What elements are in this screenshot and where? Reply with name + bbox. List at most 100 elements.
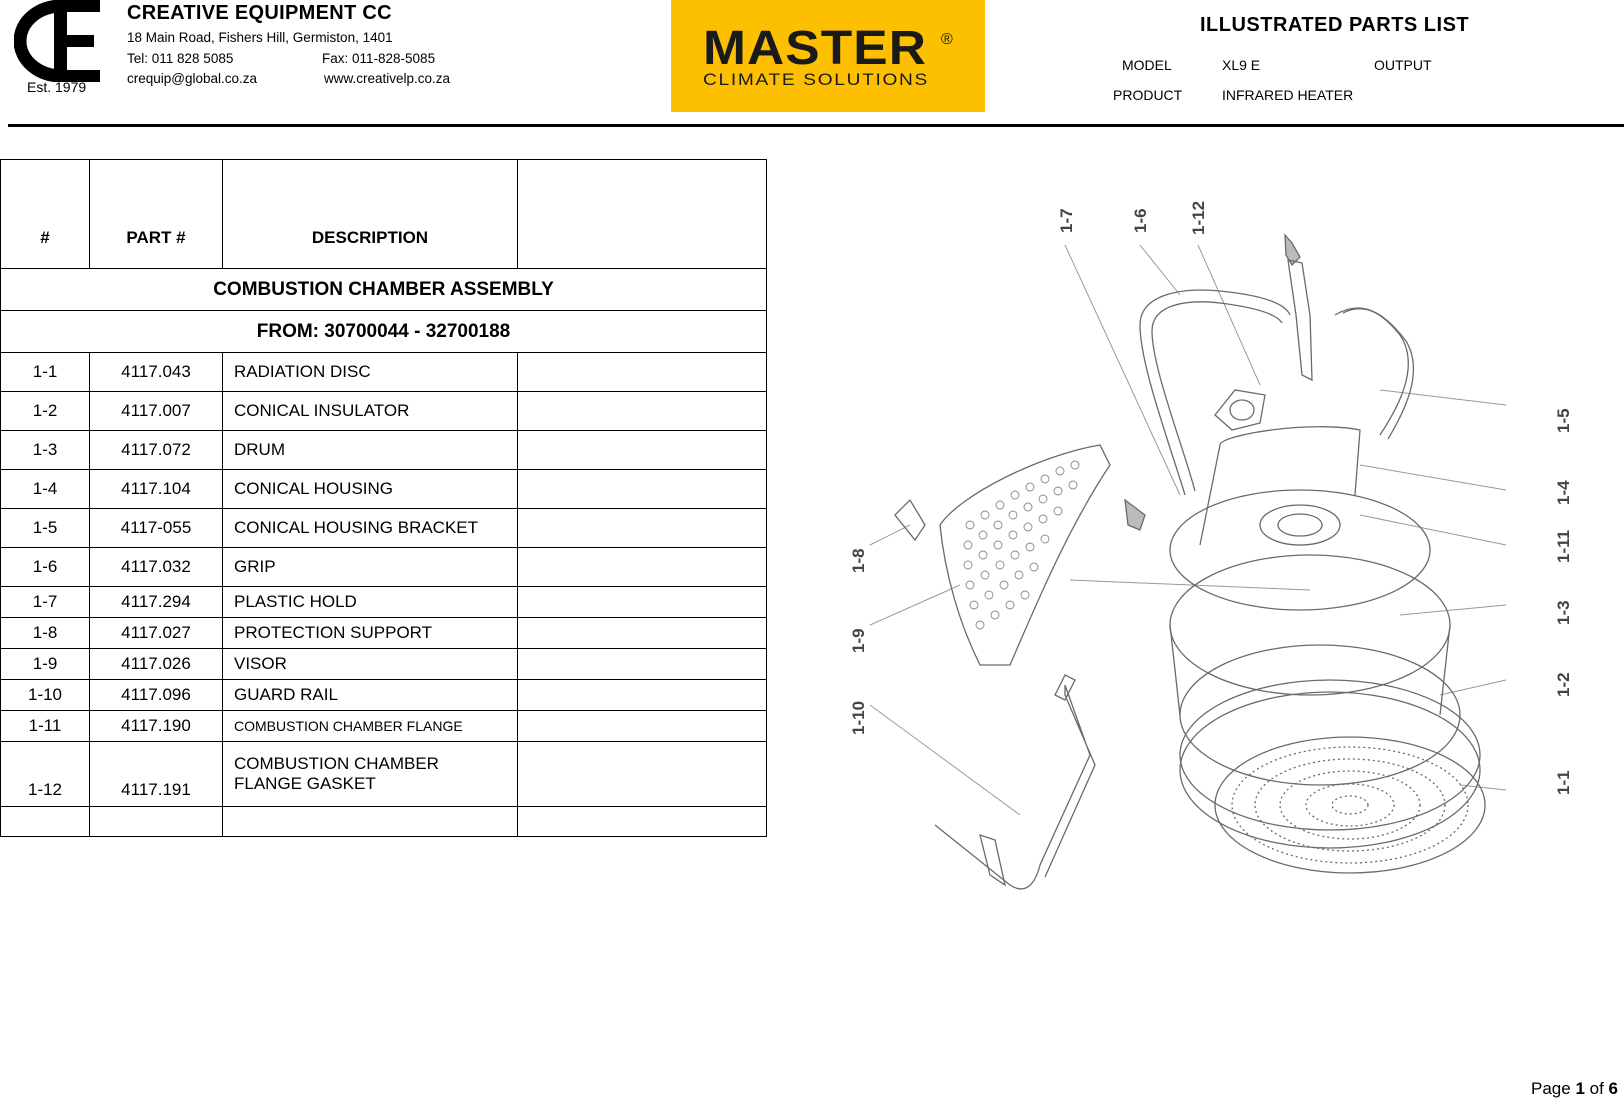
callout-label: 1-1 xyxy=(1554,770,1573,795)
part-number: 4117.191 xyxy=(89,741,223,807)
company-phone: Tel: 011 828 5085 xyxy=(127,51,234,66)
page-total: 6 xyxy=(1608,1079,1618,1098)
extra-cell xyxy=(517,679,767,711)
visor xyxy=(939,444,1111,666)
item-number: 1-8 xyxy=(0,617,90,649)
model-label: MODEL xyxy=(1122,57,1172,73)
extra-cell xyxy=(517,710,767,742)
callout-label: 1-9 xyxy=(849,628,868,653)
part-description: COMBUSTION CHAMBER FLANGE GASKET xyxy=(222,741,518,807)
part-description: GUARD RAIL xyxy=(222,679,518,711)
table-row: 1-2 4117.007 CONICAL INSULATOR xyxy=(0,391,767,431)
table-header-row: # PART # DESCRIPTION xyxy=(0,159,767,269)
diagram-callouts: 1-7 1-6 1-12 1-5 1-4 1-11 1-3 1-2 1-1 1-… xyxy=(849,201,1573,795)
part-number: 4117-055 xyxy=(89,508,223,548)
extra-cell xyxy=(517,391,767,431)
empty-cell xyxy=(517,806,767,837)
output-label: OUTPUT xyxy=(1374,57,1432,73)
table-row: 1-3 4117.072 DRUM xyxy=(0,430,767,470)
serial-range-row: FROM: 30700044 - 32700188 xyxy=(0,310,767,353)
registered-mark: ® xyxy=(941,31,953,48)
extra-cell xyxy=(517,430,767,470)
callout-label: 1-7 xyxy=(1057,208,1076,233)
parts-table: # PART # DESCRIPTION COMBUSTION CHAMBER … xyxy=(0,159,767,837)
product-value: INFRARED HEATER xyxy=(1222,87,1354,103)
part-description: VISOR xyxy=(222,648,518,680)
item-number: 1-5 xyxy=(0,508,90,548)
part-description-line: COMBUSTION CHAMBER xyxy=(234,754,439,773)
header-divider xyxy=(8,124,1624,127)
drum xyxy=(1169,554,1461,786)
company-fax: Fax: 011-828-5085 xyxy=(322,51,436,66)
table-row: 1-7 4117.294 PLASTIC HOLD xyxy=(0,586,767,618)
empty-cell xyxy=(222,806,518,837)
extra-cell xyxy=(517,469,767,509)
page-number: Page 1 of 6 xyxy=(1531,1079,1618,1099)
extra-cell xyxy=(517,648,767,680)
extra-cell xyxy=(517,352,767,392)
grip-handle xyxy=(1139,289,1415,496)
company-name: CREATIVE EQUIPMENT CC xyxy=(127,2,392,24)
callout-label: 1-3 xyxy=(1554,600,1573,625)
established-year: Est. 1979 xyxy=(27,79,87,95)
company-website[interactable]: www.creativelp.co.za xyxy=(324,71,451,86)
table-row: 1-4 4117.104 CONICAL HOUSING xyxy=(0,469,767,509)
callout-label: 1-8 xyxy=(849,548,868,573)
part-description: CONICAL HOUSING BRACKET xyxy=(222,508,518,548)
column-header-number: # xyxy=(0,159,90,269)
part-number: 4117.294 xyxy=(89,586,223,618)
table-row: 1-5 4117-055 CONICAL HOUSING BRACKET xyxy=(0,508,767,548)
part-number: 4117.032 xyxy=(89,547,223,587)
part-description: PROTECTION SUPPORT xyxy=(222,617,518,649)
callout-label: 1-12 xyxy=(1189,201,1208,235)
plastic-hold xyxy=(1124,233,1313,531)
document-title: ILLUSTRATED PARTS LIST xyxy=(1200,14,1470,36)
part-number: 4117.096 xyxy=(89,679,223,711)
conical-insulator xyxy=(1179,679,1481,849)
table-row: 1-1 4117.043 RADIATION DISC xyxy=(0,352,767,392)
table-row: 1-11 4117.190 COMBUSTION CHAMBER FLANGE xyxy=(0,710,767,742)
item-number: 1-6 xyxy=(0,547,90,587)
part-description: PLASTIC HOLD xyxy=(222,586,518,618)
item-number: 1-3 xyxy=(0,430,90,470)
brand-name: MASTER xyxy=(703,22,927,75)
callout-label: 1-5 xyxy=(1554,408,1573,433)
part-description: COMBUSTION CHAMBER FLANGE xyxy=(222,710,518,742)
extra-cell xyxy=(517,586,767,618)
section-title-row: COMBUSTION CHAMBER ASSEMBLY xyxy=(0,268,767,311)
item-number: 1-4 xyxy=(0,469,90,509)
column-header-part: PART # xyxy=(89,159,223,269)
part-number: 4117.007 xyxy=(89,391,223,431)
leader-lines xyxy=(869,244,1507,816)
extra-cell xyxy=(517,617,767,649)
model-value: XL9 E xyxy=(1222,57,1261,73)
item-number: 1-7 xyxy=(0,586,90,618)
callout-label: 1-11 xyxy=(1554,530,1573,563)
empty-cell xyxy=(0,806,90,837)
column-header-extra xyxy=(517,159,767,269)
exploded-parts-diagram: 1-7 1-6 1-12 1-5 1-4 1-11 1-3 1-2 1-1 1-… xyxy=(840,195,1624,920)
table-row: 1-9 4117.026 VISOR xyxy=(0,648,767,680)
page-current: 1 xyxy=(1575,1079,1585,1098)
section-title: COMBUSTION CHAMBER ASSEMBLY xyxy=(0,268,767,311)
part-description: CONICAL HOUSING xyxy=(222,469,518,509)
part-number: 4117.072 xyxy=(89,430,223,470)
master-brand-logo: MASTER ® CLIMATE SOLUTIONS xyxy=(671,0,985,112)
part-description: RADIATION DISC xyxy=(222,352,518,392)
table-row: 1-6 4117.032 GRIP xyxy=(0,547,767,587)
table-row: 1-10 4117.096 GUARD RAIL xyxy=(0,679,767,711)
protection-support xyxy=(894,498,926,542)
part-description: DRUM xyxy=(222,430,518,470)
extra-cell xyxy=(517,508,767,548)
column-header-description: DESCRIPTION xyxy=(222,159,518,269)
table-row-empty xyxy=(0,806,767,837)
page-of: of xyxy=(1584,1079,1609,1098)
brand-tagline: CLIMATE SOLUTIONS xyxy=(703,70,929,89)
company-email[interactable]: crequip@global.co.za xyxy=(127,71,258,86)
callout-label: 1-6 xyxy=(1131,208,1150,233)
company-logo xyxy=(13,0,104,83)
part-description: CONICAL INSULATOR xyxy=(222,391,518,431)
part-number: 4117.104 xyxy=(89,469,223,509)
table-row: 1-8 4117.027 PROTECTION SUPPORT xyxy=(0,617,767,649)
extra-cell xyxy=(517,741,767,807)
